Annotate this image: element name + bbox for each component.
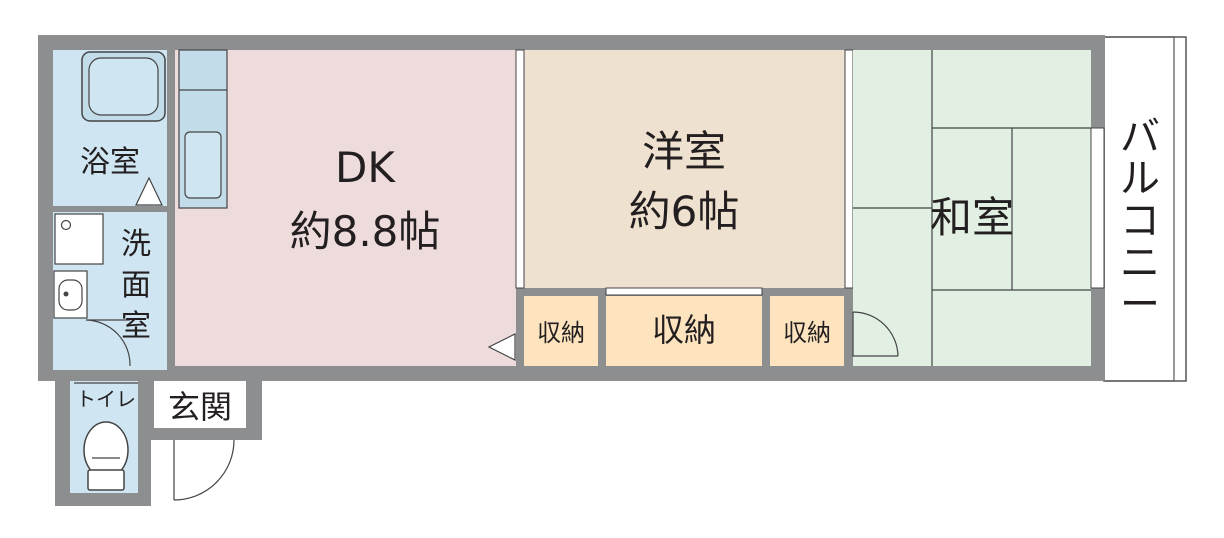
entrance-label: 玄関 — [168, 388, 232, 426]
dk-floor — [175, 50, 516, 366]
sliding-door-right — [844, 49, 854, 289]
storage-unit-right — [770, 296, 844, 366]
balcony-window — [1090, 127, 1105, 289]
storage-unit-left — [524, 296, 598, 366]
closet-door-bar — [605, 287, 763, 296]
japanese-room-door-icon — [852, 311, 899, 357]
entrance-door-icon — [173, 439, 235, 501]
balcony-area — [1103, 36, 1187, 382]
western-name-label: 洋室 — [642, 127, 726, 176]
japanese-name-label: 和室 — [930, 193, 1014, 242]
washroom-label-1: 洗 — [121, 227, 151, 262]
balcony-label-5: ー — [1120, 282, 1160, 328]
balcony-label-4: ニ — [1120, 240, 1160, 286]
washing-machine-icon — [54, 213, 104, 265]
washroom-door-icon — [85, 319, 131, 367]
washroom-label-2: 面 — [121, 268, 151, 303]
tatami-lines — [853, 50, 1091, 366]
storage-unit-middle — [606, 296, 762, 366]
dk-door-arrow-icon — [487, 333, 516, 361]
balcony-label-3: コ — [1120, 198, 1160, 244]
balcony-label-2: ル — [1120, 156, 1160, 202]
sliding-door-left — [515, 49, 525, 289]
western-size-label: 約6帖 — [629, 187, 740, 236]
bath-label: 浴室 — [80, 145, 140, 180]
entrance-floor — [154, 381, 246, 428]
dk-name-label: DK — [335, 143, 396, 192]
toilet-label: トイレ — [76, 387, 136, 411]
storage-label-middle: 収納 — [652, 311, 716, 349]
drain-icon — [60, 219, 72, 231]
faucet-icon — [63, 291, 69, 297]
storage-label-right: 収納 — [783, 319, 831, 347]
dk-size-label: 約8.8帖 — [290, 207, 441, 256]
bath-door-icon — [135, 176, 163, 206]
washroom-label-3: 室 — [121, 309, 151, 344]
kitchen-sink-icon — [184, 131, 222, 199]
storage-label-left: 収納 — [537, 319, 585, 347]
toilet-tank-icon — [87, 469, 125, 491]
washbasin-bowl-icon — [58, 279, 83, 311]
bathtub-inner-icon — [88, 57, 159, 116]
balcony-label-1: バ — [1120, 114, 1160, 160]
western-room-floor — [524, 50, 845, 288]
